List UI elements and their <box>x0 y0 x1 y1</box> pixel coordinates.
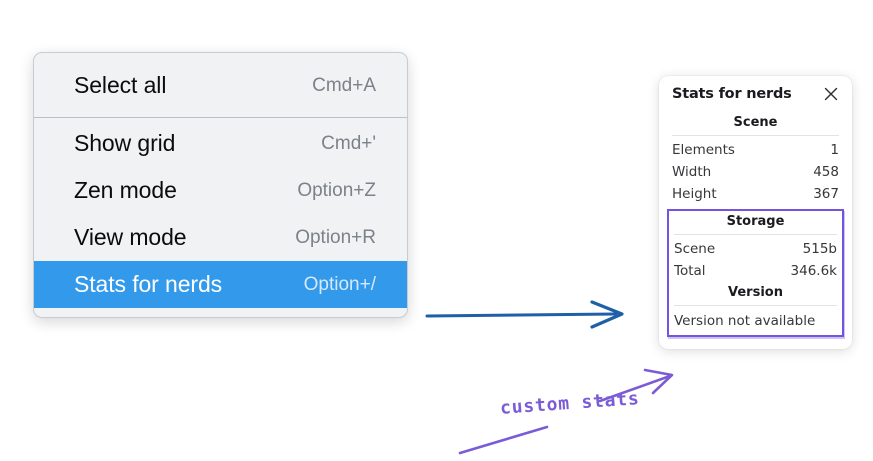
section-heading: Version <box>728 285 783 300</box>
stat-key: Total <box>674 263 706 279</box>
menu-item-label: Show grid <box>74 130 176 156</box>
stat-key: Elements <box>672 142 735 158</box>
stat-key: Height <box>672 186 717 202</box>
menu-item-shortcut: Option+Z <box>297 179 376 201</box>
menu-item-stats-for-nerds[interactable]: Stats for nerds Option+/ <box>34 261 407 308</box>
menu-item-show-grid[interactable]: Show grid Cmd+' <box>34 120 407 167</box>
table-row: Height 367 <box>672 183 839 205</box>
section-rule <box>672 135 839 136</box>
panel-title: Stats for nerds <box>672 86 792 102</box>
close-icon[interactable] <box>823 86 839 102</box>
menu-section-2: Show grid Cmd+' Zen mode Option+Z View m… <box>34 118 407 308</box>
panel-header: Stats for nerds <box>672 86 839 102</box>
menu-divider <box>34 117 407 118</box>
menu-item-shortcut: Cmd+A <box>312 74 376 96</box>
table-row: Scene 515b <box>674 238 837 260</box>
menu-item-label: Stats for nerds <box>74 271 223 297</box>
version-value: Version not available <box>674 313 816 329</box>
menu-item-view-mode[interactable]: View mode Option+R <box>34 214 407 261</box>
table-row: Total 346.6k <box>674 260 837 282</box>
flow-arrow-icon <box>425 300 624 329</box>
table-row: Width 458 <box>672 161 839 183</box>
menu-item-shortcut: Option+/ <box>303 273 376 295</box>
stat-value: 367 <box>813 186 839 202</box>
callout-label: custom stats <box>499 388 641 419</box>
callout-underline <box>458 425 549 455</box>
stat-value: 515b <box>802 241 837 257</box>
table-row: Elements 1 <box>672 139 839 161</box>
menu-item-shortcut: Cmd+' <box>321 132 376 154</box>
menu-item-label: Zen mode <box>74 177 177 203</box>
menu-section-1: Select all Cmd+A <box>34 53 407 117</box>
menu-item-select-all[interactable]: Select all Cmd+A <box>34 62 407 109</box>
stat-value: 1 <box>830 142 839 158</box>
stats-for-nerds-panel: Stats for nerds Scene Elements 1 Width 4… <box>659 76 852 349</box>
menu-item-shortcut: Option+R <box>295 226 376 248</box>
section-heading: Storage <box>726 214 785 229</box>
section-heading: Scene <box>733 115 778 130</box>
stat-key: Scene <box>674 241 716 257</box>
section-rule <box>674 305 837 306</box>
stats-section-version: Version Version not available <box>674 282 837 331</box>
stat-value: 458 <box>813 164 839 180</box>
section-rule <box>674 234 837 235</box>
stat-key: Width <box>672 164 712 180</box>
menu-item-zen-mode[interactable]: Zen mode Option+Z <box>34 167 407 214</box>
stats-section-scene: Scene Elements 1 Width 458 Height 367 <box>672 112 839 205</box>
stats-section-storage: Storage Scene 515b Total 346.6k <box>674 211 837 282</box>
context-menu[interactable]: Select all Cmd+A Show grid Cmd+' Zen mod… <box>33 52 408 318</box>
stat-value: 346.6k <box>790 263 837 279</box>
menu-item-label: Select all <box>74 72 167 98</box>
custom-stats-region: Storage Scene 515b Total 346.6k Version … <box>667 209 844 337</box>
menu-item-label: View mode <box>74 224 187 250</box>
